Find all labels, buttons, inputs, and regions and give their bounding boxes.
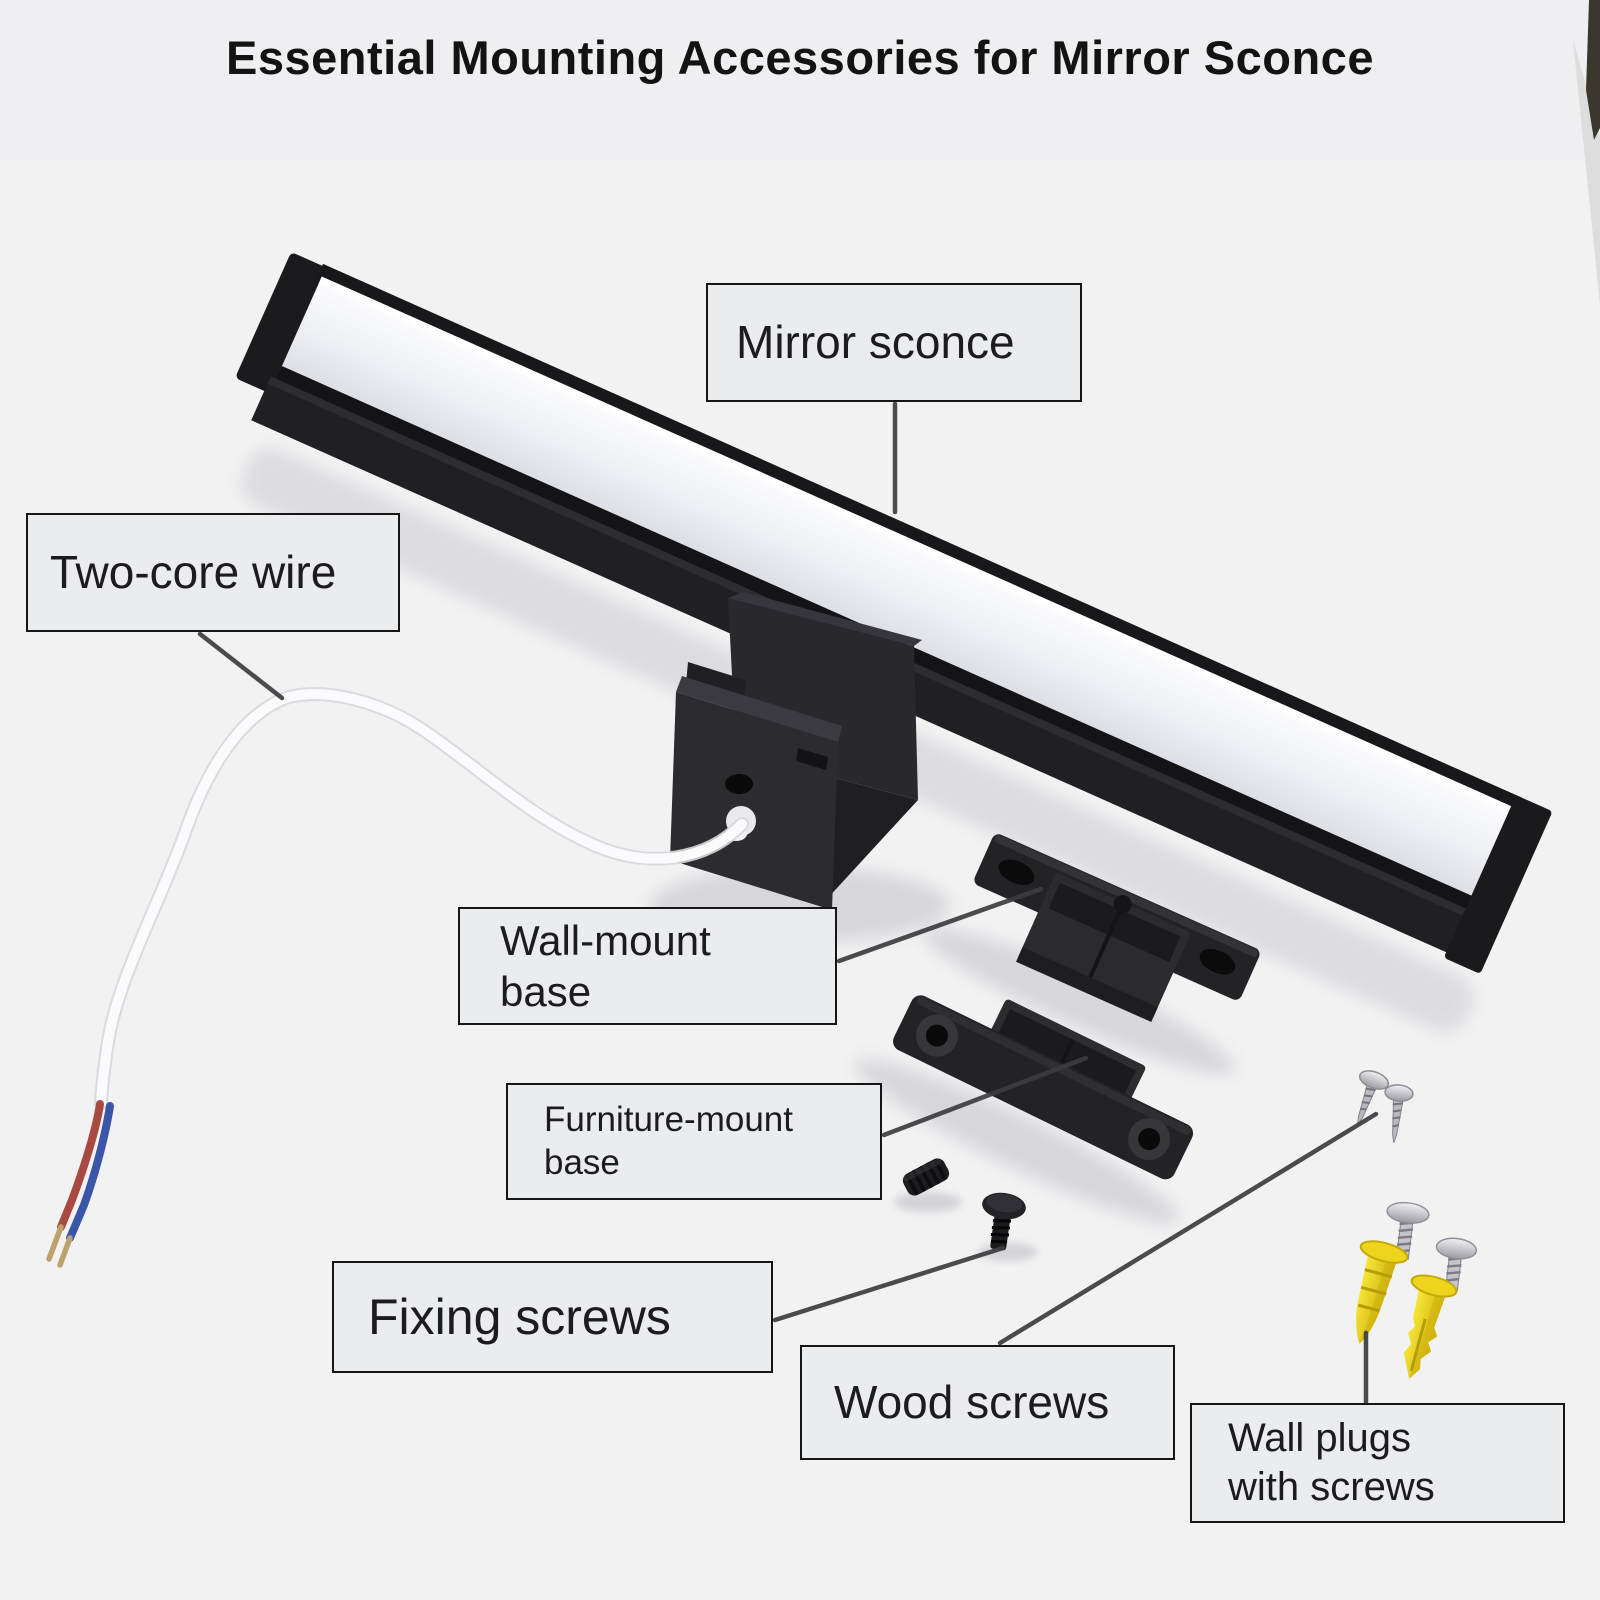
wall-plug-1 (1356, 1201, 1430, 1344)
wall-plugs-group (1356, 1201, 1478, 1379)
label-two-core-wire: Two-core wire (26, 513, 400, 632)
leader-fixing-screws (772, 1245, 1006, 1323)
label-wall-plugs: Wall plugs with screws (1190, 1403, 1565, 1523)
wire-jacket (96, 689, 747, 1108)
label-wood-screws-text: Wood screws (834, 1376, 1110, 1429)
label-two-core-wire-text: Two-core wire (50, 546, 337, 599)
corner-dark-edge (1586, 0, 1600, 140)
sconce-endcap-right (1444, 796, 1552, 973)
label-fixing-screws: Fixing screws (332, 1261, 773, 1373)
sconce-endcap-left (236, 253, 328, 394)
leader-wall-mount-base (836, 886, 1044, 964)
label-wall-mount-base-text: Wall-mount base (500, 916, 711, 1015)
furniture-base-hole-right (1138, 1128, 1161, 1151)
furniture-base-hole-left (926, 1024, 949, 1047)
mount-bracket (650, 592, 950, 943)
leader-furniture-mount-base (881, 1055, 1089, 1138)
page-title: Essential Mounting Accessories for Mirro… (226, 31, 1374, 84)
wood-screw-2 (1384, 1084, 1414, 1143)
wire-blue-conductor (66, 1102, 114, 1242)
leader-two-core-wire (197, 631, 285, 701)
label-fixing-screws-text: Fixing screws (368, 1288, 671, 1345)
wire-red-tip (46, 1224, 64, 1262)
fixing-screws-group (894, 1158, 1038, 1261)
wall-base-hole-left (998, 859, 1035, 885)
leader-wood-screws (997, 1111, 1379, 1346)
leader-lines (197, 401, 1379, 1405)
bracket-screw-hole (725, 774, 753, 794)
label-wood-screws: Wood screws (800, 1345, 1175, 1460)
wood-screw-1 (1357, 1070, 1390, 1126)
grub-screw (902, 1158, 950, 1196)
wood-screws-group (1357, 1070, 1414, 1143)
label-mirror-sconce: Mirror sconce (706, 283, 1082, 402)
plug-screw-2 (1435, 1237, 1478, 1292)
label-wall-plugs-text: Wall plugs with screws (1228, 1416, 1435, 1509)
wall-mount-base-part (923, 834, 1260, 1075)
wire-red-conductor (57, 1100, 104, 1231)
pan-head-screw (982, 1192, 1026, 1251)
wire-blue-tip (57, 1235, 73, 1268)
power-wire (46, 687, 749, 1268)
corner-object (1573, 40, 1600, 305)
sconce-diffuser (281, 276, 1515, 900)
wall-plug-2 (1403, 1237, 1478, 1379)
label-mirror-sconce-text: Mirror sconce (736, 316, 1015, 369)
wall-base-hole-right (1199, 949, 1236, 975)
label-wall-mount-base: Wall-mount base (458, 907, 837, 1025)
bracket-plate (670, 692, 838, 910)
label-furniture-mount-base: Furniture-mount base (506, 1083, 882, 1200)
label-furniture-mount-base-text: Furniture-mount base (544, 1099, 793, 1182)
